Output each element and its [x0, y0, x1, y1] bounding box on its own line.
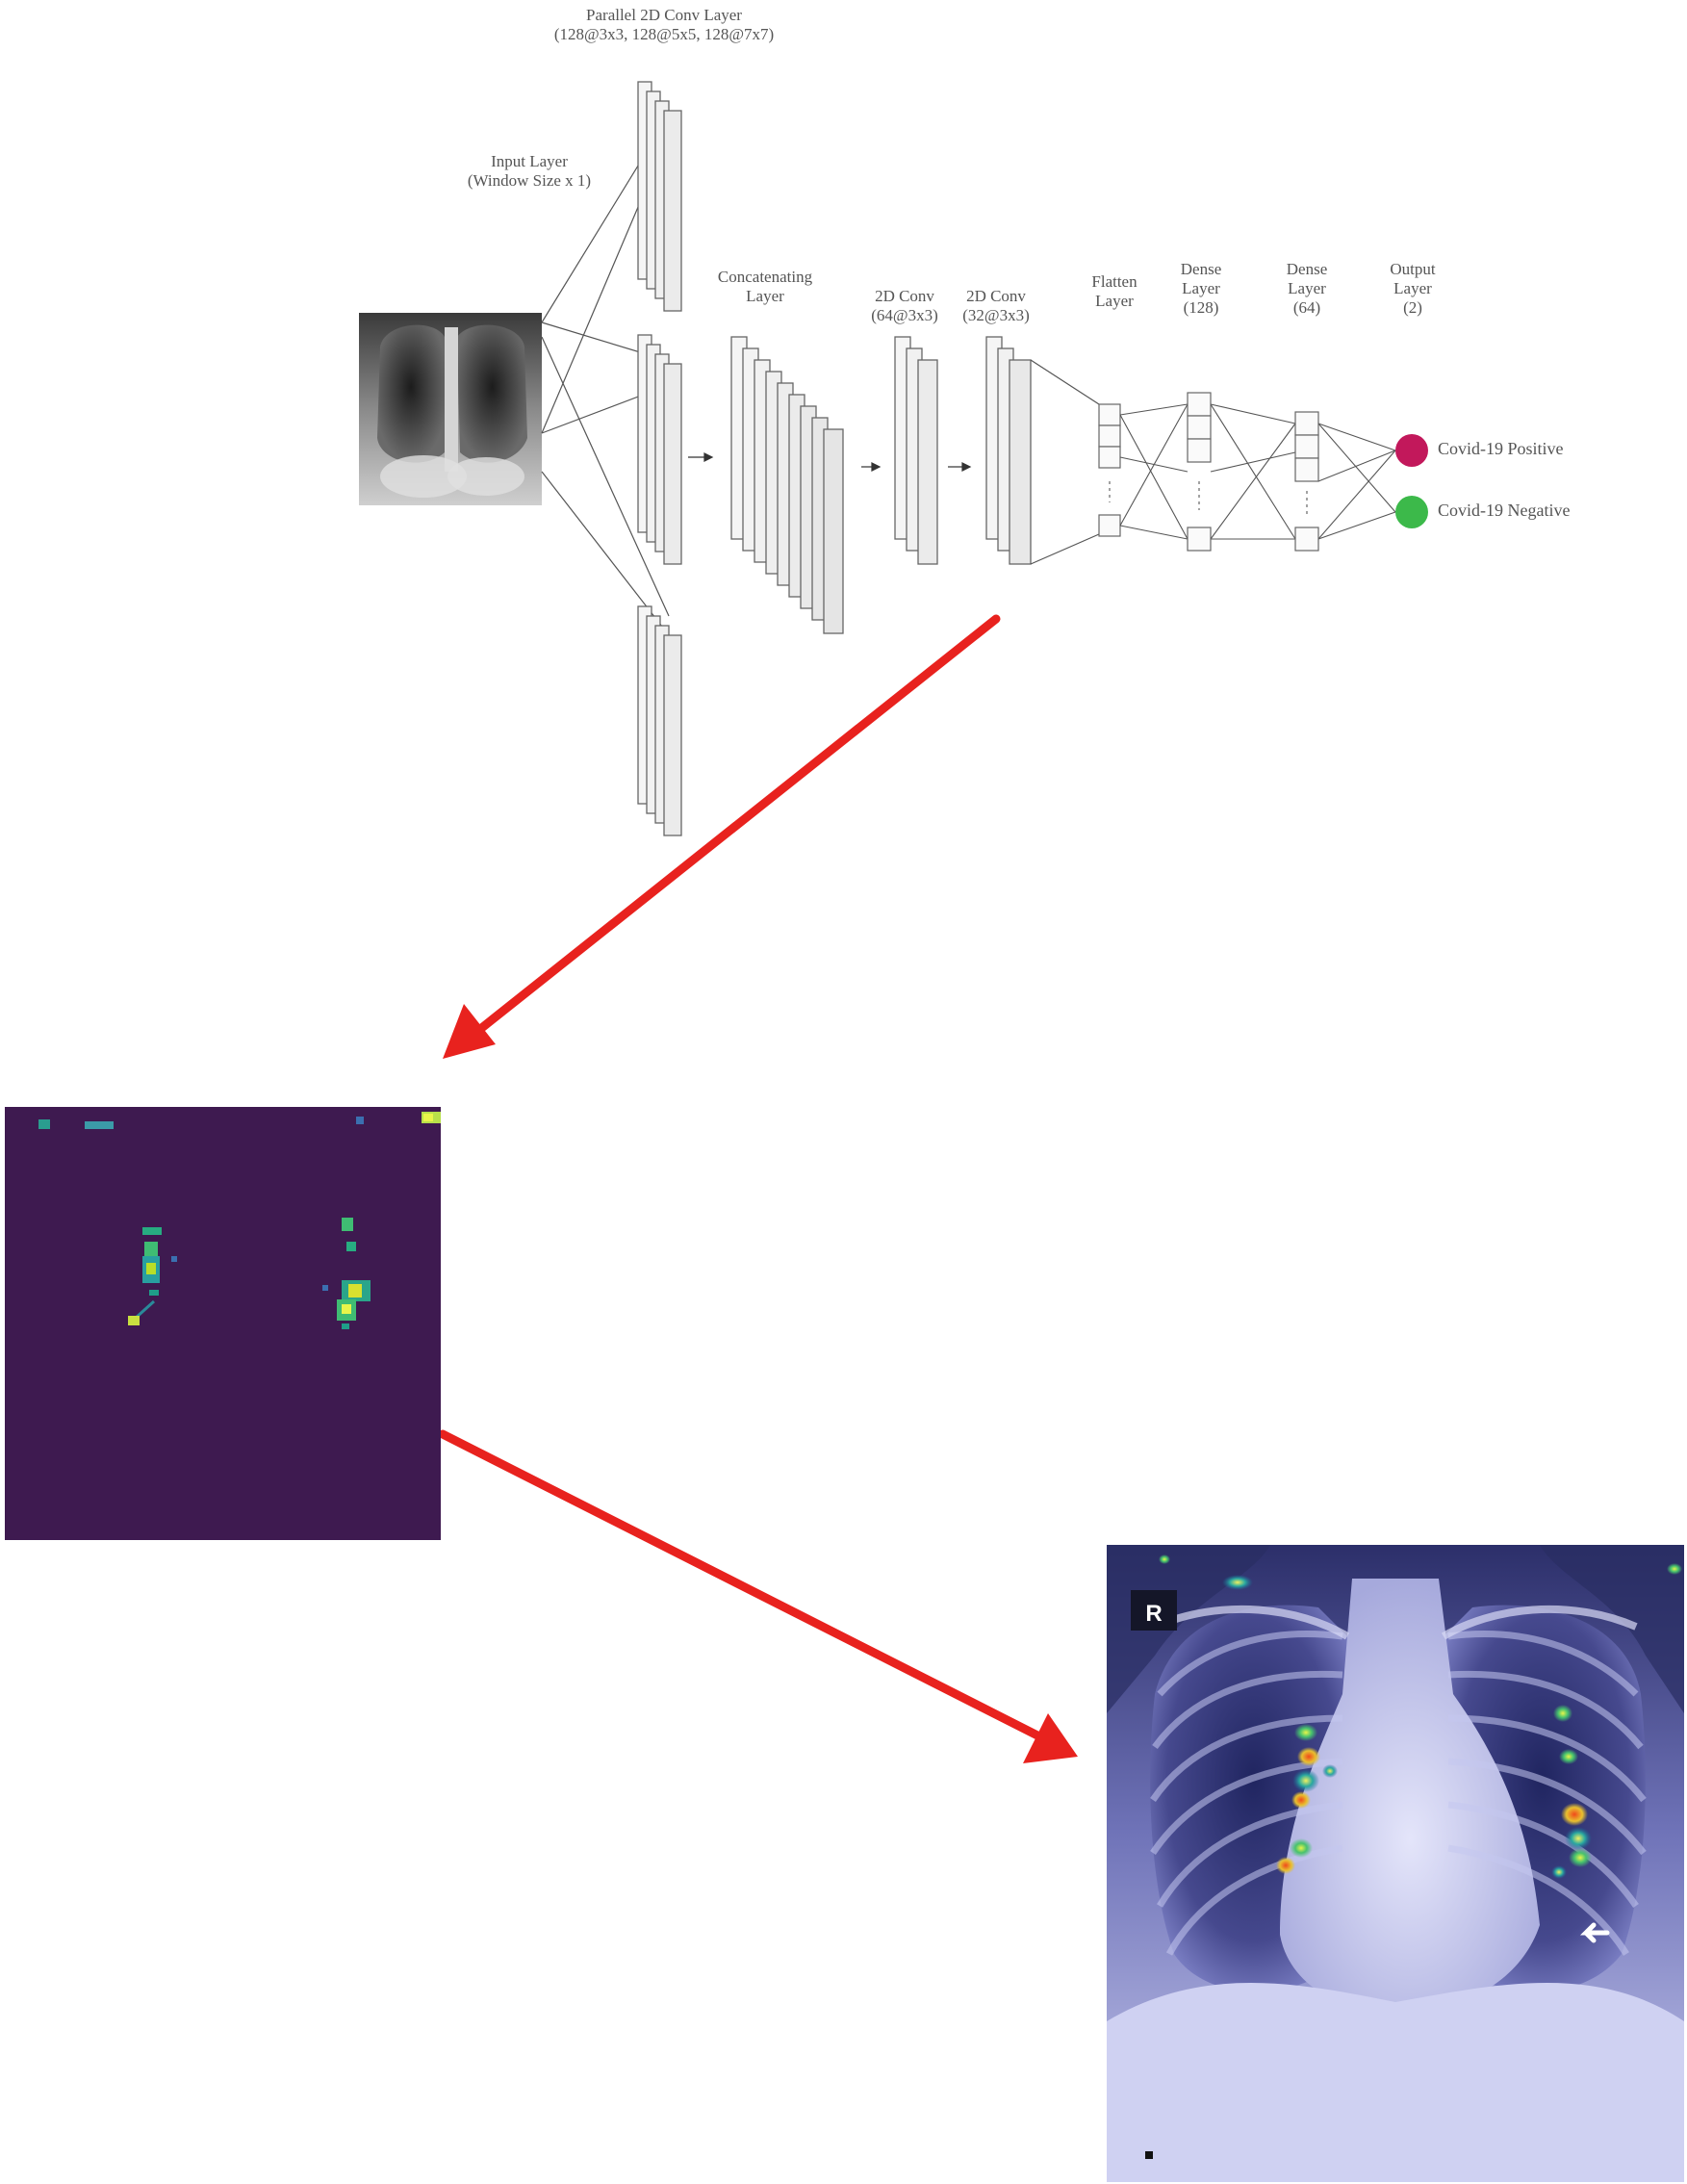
output-negative-label: Covid-19 Negative — [1438, 501, 1571, 520]
conv-64-label-line2: (64@3x3) — [871, 306, 938, 324]
output-layer-label-line2: Layer — [1393, 279, 1432, 297]
dense-layer-128-column — [1187, 392, 1212, 552]
concatenating-layer-label-line1: Concatenating — [717, 268, 813, 286]
xray-side-marker: R — [1145, 1601, 1162, 1627]
dense-128-label-line3: (128) — [1183, 298, 1219, 317]
output-layer-label-line3: (2) — [1403, 298, 1422, 317]
conv-64-stack — [894, 336, 938, 565]
dense-connections — [1119, 403, 1396, 540]
parallel-conv-stack-3 — [637, 605, 682, 836]
dense-64-label-line1: Dense — [1286, 260, 1328, 278]
conv-64-label: 2D Conv (64@3x3) — [856, 287, 953, 325]
flatten-layer-label-line1: Flatten — [1091, 272, 1137, 291]
arrow-to-heatmap — [443, 614, 1001, 1059]
concatenating-layer-label-line2: Layer — [746, 287, 784, 305]
parallel-conv-stack-1 — [637, 81, 682, 312]
flatten-layer-label-line2: Layer — [1095, 292, 1134, 310]
dense-128-label-line2: Layer — [1182, 279, 1220, 297]
conv-32-label-line2: (32@3x3) — [962, 306, 1030, 324]
xray-gradcam-overlay: R — [1107, 1545, 1684, 2182]
dense-64-label: Dense Layer (64) — [1268, 260, 1345, 318]
output-node-positive — [1395, 434, 1428, 467]
concatenating-layer-label: Concatenating Layer — [688, 268, 842, 306]
output-positive-label: Covid-19 Positive — [1438, 439, 1564, 458]
arrow-to-xray-overlay — [438, 1429, 1078, 1763]
input-layer-label-line2: (Window Size x 1) — [467, 171, 592, 190]
dense-128-label-line1: Dense — [1180, 260, 1222, 278]
flow-arrows — [688, 452, 972, 472]
input-layer-label-line1: Input Layer — [491, 152, 568, 170]
input-layer-label: Input Layer (Window Size x 1) — [433, 152, 626, 191]
conv-32-label: 2D Conv (32@3x3) — [948, 287, 1044, 325]
dense-64-label-line2: Layer — [1288, 279, 1326, 297]
conv-32-label-line1: 2D Conv — [966, 287, 1026, 305]
dense-128-label: Dense Layer (128) — [1163, 260, 1240, 318]
parallel-conv-label-line2: (128@3x3, 128@5x5, 128@7x7) — [553, 25, 775, 43]
flatten-layer-column — [1098, 403, 1121, 537]
concatenating-layer-stack — [730, 336, 844, 634]
dense-layer-64-column — [1294, 411, 1319, 552]
output-layer-label: Output Layer (2) — [1374, 260, 1451, 318]
activation-heatmap — [5, 1107, 441, 1540]
dense-64-label-line3: (64) — [1292, 298, 1321, 317]
conv-64-label-line1: 2D Conv — [875, 287, 934, 305]
flatten-layer-label: Flatten Layer — [1076, 272, 1153, 311]
conv-32-stack — [985, 336, 1032, 565]
parallel-conv-stack-2 — [637, 334, 682, 565]
finding-arrow-icon — [1579, 1922, 1610, 1943]
input-xray-thumbnail — [359, 313, 542, 505]
parallel-conv-label: Parallel 2D Conv Layer (128@3x3, 128@5x5… — [500, 6, 828, 44]
output-node-negative — [1395, 496, 1428, 528]
output-layer-label-line1: Output — [1390, 260, 1436, 278]
parallel-conv-label-line1: Parallel 2D Conv Layer — [586, 6, 742, 24]
conv-to-flatten-connections — [1030, 359, 1100, 565]
